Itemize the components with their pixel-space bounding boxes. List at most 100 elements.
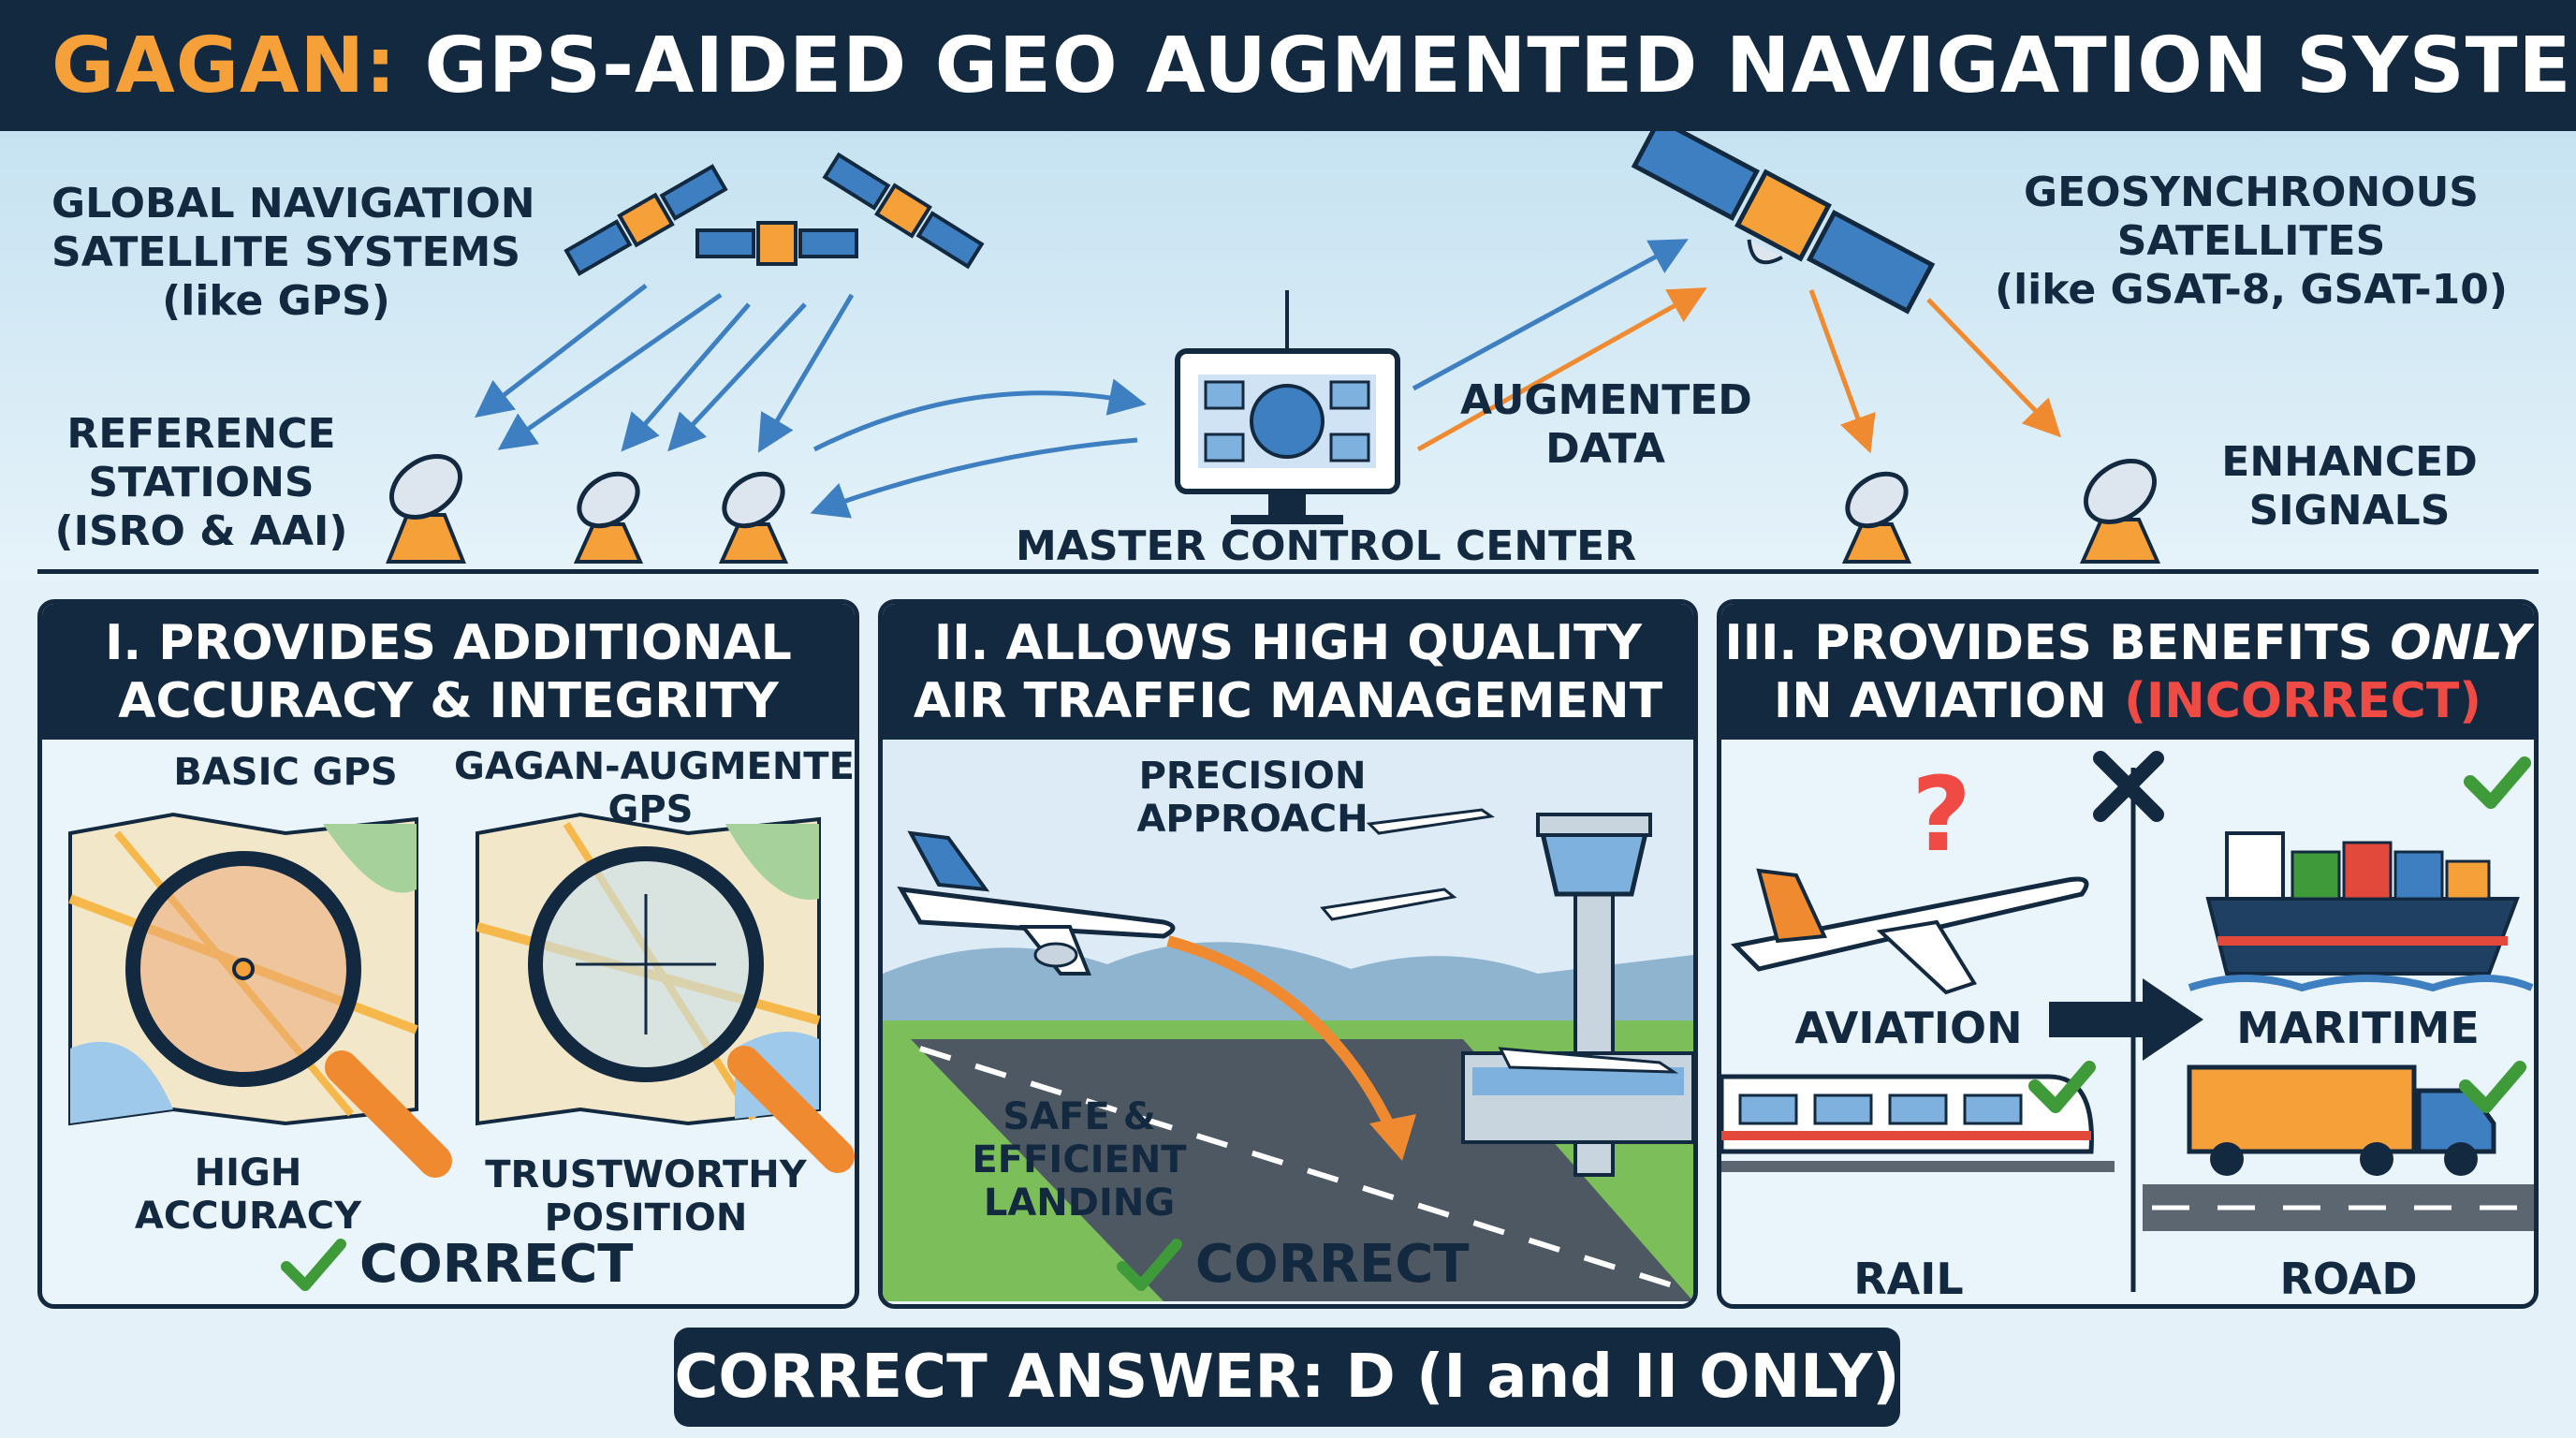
system-overview: GLOBAL NAVIGATION SATELLITE SYSTEMS (lik… <box>0 131 2576 580</box>
precision-label-line: PRECISION <box>1138 755 1367 798</box>
heading-line: I. PROVIDES ADDITIONAL <box>105 614 792 671</box>
heading-line: ACCURACY & INTEGRITY <box>118 672 779 729</box>
master-control-label: MASTER CONTROL CENTER <box>1016 522 1637 570</box>
trust-label-line: POSITION <box>544 1196 748 1240</box>
section-divider <box>37 569 2539 574</box>
reference-dish-icon <box>573 471 644 564</box>
check-icon <box>2028 1061 2096 1113</box>
safe-label-line: LANDING <box>983 1181 1176 1225</box>
title-bar: GAGAN: GPS-AIDED GEO AUGMENTED NAVIGATIO… <box>0 0 2576 131</box>
gnss-label: GLOBAL NAVIGATION SATELLITE SYSTEMS (lik… <box>51 180 535 326</box>
master-control-icon <box>1175 290 1400 524</box>
gnss-satellite-icon <box>695 221 858 266</box>
enhanced-label-line: SIGNALS <box>2248 487 2451 535</box>
high-label-line: HIGH <box>194 1152 302 1195</box>
panel-aviation-body: ? AVIATION MARITIME RAIL ROAD <box>1721 740 2534 1304</box>
gnss-satellite-icon <box>822 152 985 270</box>
arrow-right-icon <box>2049 978 2203 1061</box>
aviation-label: AVIATION <box>1794 1003 2023 1053</box>
panel-air-traffic: II. ALLOWS HIGH QUALITY AIR TRAFFIC MANA… <box>878 599 1698 1309</box>
trustworthy-label: TRUSTWORTHY POSITION <box>468 1153 824 1240</box>
high-label-line: ACCURACY <box>134 1195 362 1238</box>
heading-pre: III. PROVIDES BENEFITS <box>1724 614 2374 671</box>
heading-line: IN AVIATION (INCORRECT) <box>1721 672 2534 730</box>
safe-label-line: EFFICIENT <box>972 1138 1187 1181</box>
panel-accuracy-body: BASIC GPS GAGAN-AUGMENTED GPS HIGH ACCUR… <box>42 740 859 1304</box>
heading-line2: IN AVIATION <box>1773 672 2107 729</box>
road-label: ROAD <box>2279 1254 2418 1304</box>
verdict-correct: CORRECT <box>281 1234 634 1295</box>
receiver-dish-icon <box>1841 471 1912 564</box>
reference-dish-icon <box>386 454 466 564</box>
verdict-text: CORRECT <box>1195 1234 1470 1295</box>
reference-label-line: REFERENCE <box>66 410 336 458</box>
airplane-icon <box>1320 808 1679 1074</box>
geo-label-line: GEOSYNCHRONOUS <box>2024 169 2479 216</box>
panel-aviation-heading: III. PROVIDES BENEFITS ONLY IN AVIATION … <box>1721 604 2534 740</box>
check-icon <box>1117 1238 1182 1291</box>
trust-label-line: TRUSTWORTHY <box>485 1153 807 1196</box>
magnifier-icon <box>528 846 855 1173</box>
gnss-label-line: GLOBAL NAVIGATION <box>51 180 535 227</box>
reference-label-line: STATIONS <box>88 459 315 506</box>
title-accent: GAGAN: <box>51 21 397 110</box>
heading-incorrect: (INCORRECT) <box>2124 672 2482 729</box>
panel-air-traffic-heading: II. ALLOWS HIGH QUALITY AIR TRAFFIC MANA… <box>883 604 1693 740</box>
heading-line: AIR TRAFFIC MANAGEMENT <box>913 672 1663 729</box>
panel-accuracy: I. PROVIDES ADDITIONAL ACCURACY & INTEGR… <box>37 599 859 1309</box>
ship-icon <box>2188 831 2534 992</box>
enhanced-label-line: ENHANCED <box>2221 438 2478 486</box>
rail-label: RAIL <box>1853 1254 1964 1304</box>
sectors-illustration <box>1721 751 2534 1292</box>
maritime-label: MARITIME <box>2236 1003 2480 1053</box>
precision-approach-label: PRECISION APPROACH <box>1117 755 1388 841</box>
landing-illustration <box>883 740 1693 1301</box>
check-icon <box>281 1238 346 1291</box>
geo-label-line: (like GSAT-8, GSAT-10) <box>1994 266 2508 314</box>
verdict-correct: CORRECT <box>1117 1234 1470 1295</box>
gagan-gps-label: GAGAN-AUGMENTED GPS <box>454 745 859 831</box>
airplane-icon <box>897 830 1176 976</box>
gnss-label-line: SATELLITE SYSTEMS <box>51 228 521 276</box>
panel-aviation-only: III. PROVIDES BENEFITS ONLY IN AVIATION … <box>1717 599 2539 1309</box>
answer-banner: CORRECT ANSWER: D (I and II ONLY) <box>674 1328 1900 1427</box>
reference-label-line: (ISRO & AAI) <box>54 507 348 555</box>
augmented-data-label: AUGMENTED DATA <box>1460 376 1752 474</box>
safe-label-line: SAFE & <box>1003 1095 1156 1138</box>
gagan-label-line: GAGAN-AUGMENTED <box>454 745 859 788</box>
gagan-label-line: GPS <box>607 788 694 831</box>
page-title: GAGAN: GPS-AIDED GEO AUGMENTED NAVIGATIO… <box>51 22 2576 110</box>
high-accuracy-label: HIGH ACCURACY <box>98 1152 398 1238</box>
panel-accuracy-heading: I. PROVIDES ADDITIONAL ACCURACY & INTEGR… <box>42 604 855 740</box>
geo-label-line: SATELLITES <box>2116 217 2386 265</box>
heading-line: II. ALLOWS HIGH QUALITY <box>933 614 1643 671</box>
reference-stations-label: REFERENCE STATIONS (ISRO & AAI) <box>51 410 351 556</box>
system-diagram <box>386 131 2161 564</box>
cross-icon <box>2093 751 2164 822</box>
augmented-label-line: AUGMENTED <box>1460 376 1752 424</box>
heading-line: III. PROVIDES BENEFITS ONLY <box>1721 614 2534 672</box>
question-mark-icon: ? <box>1911 755 1971 874</box>
control-tower-icon <box>1461 813 1693 1177</box>
augmented-label-line: DATA <box>1545 425 1665 473</box>
verdict-text: CORRECT <box>359 1234 634 1295</box>
precision-label-line: APPROACH <box>1136 798 1368 841</box>
reference-dish-icon <box>718 471 789 564</box>
magnifier-icon <box>125 851 452 1178</box>
accuracy-illustration <box>68 812 855 1178</box>
panel-air-traffic-body: PRECISION APPROACH SAFE & EFFICIENT LAND… <box>883 740 1693 1304</box>
safe-landing-label: SAFE & EFFICIENT LANDING <box>939 1095 1220 1225</box>
title-text: GPS-AIDED GEO AUGMENTED NAVIGATION SYSTE… <box>424 21 2576 110</box>
receiver-dish-icon <box>2079 459 2161 564</box>
geo-satellite-icon <box>1631 131 1936 315</box>
geo-satellites-label: GEOSYNCHRONOUS SATELLITES (like GSAT-8, … <box>1989 169 2513 315</box>
heading-only: ONLY <box>2390 614 2531 671</box>
enhanced-signals-label: ENHANCED SIGNALS <box>2190 438 2509 536</box>
train-icon <box>1721 1074 2115 1172</box>
gnss-satellite-icon <box>564 164 728 276</box>
check-icon <box>2459 1061 2526 1113</box>
gnss-label-line: (like GPS) <box>162 277 390 325</box>
check-icon <box>2464 756 2531 809</box>
basic-gps-label: BASIC GPS <box>173 751 398 794</box>
airplane-icon <box>1730 868 2089 995</box>
